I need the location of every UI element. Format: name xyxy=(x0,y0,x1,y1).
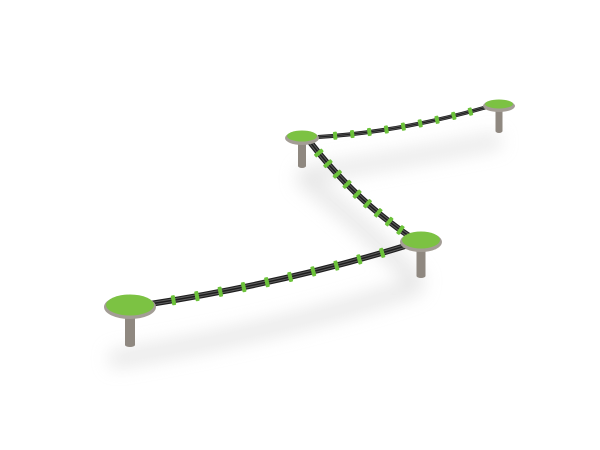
rope-clip xyxy=(240,282,247,293)
platform-4 xyxy=(483,99,515,133)
platform-3 xyxy=(285,130,319,168)
rope-clips xyxy=(170,107,474,306)
rope-clip xyxy=(217,286,224,297)
post-base xyxy=(298,164,306,168)
rope-clip xyxy=(384,216,394,227)
post xyxy=(416,240,426,276)
rope-clip xyxy=(332,131,338,140)
rope-clip xyxy=(310,266,317,277)
rope-clip xyxy=(170,295,177,306)
platforms xyxy=(104,99,515,347)
platform-1 xyxy=(104,294,156,347)
rope-clip xyxy=(396,225,405,235)
rope-clip xyxy=(434,115,440,124)
post-base xyxy=(125,343,135,347)
rope-clip xyxy=(356,254,363,265)
rope-clip xyxy=(400,122,406,131)
platform-top xyxy=(485,99,513,109)
platform-2 xyxy=(400,231,442,278)
rope-clip xyxy=(383,125,389,134)
platform-top xyxy=(287,130,317,142)
rope-clip xyxy=(194,291,200,302)
rope-clip xyxy=(323,159,333,169)
rope-clip xyxy=(366,127,372,137)
rope-clip xyxy=(363,198,372,209)
rope-clip xyxy=(352,189,362,199)
rope-clip xyxy=(451,111,457,121)
rope-clip xyxy=(332,169,342,179)
rope-clip xyxy=(264,277,270,288)
shadow-segment-3 xyxy=(298,133,502,182)
rope-3 xyxy=(317,105,488,139)
shadow-segment-1 xyxy=(108,277,423,368)
rope-core xyxy=(149,245,406,305)
post xyxy=(298,136,306,166)
rope-core xyxy=(317,106,488,138)
rope-clip xyxy=(342,179,352,189)
rope-clip xyxy=(287,271,294,283)
platform-top xyxy=(106,294,154,316)
rope-clip xyxy=(373,208,383,218)
rope-clip xyxy=(379,247,386,258)
rope-clip xyxy=(349,129,355,139)
rope-clip xyxy=(467,107,474,116)
post-base xyxy=(495,129,503,133)
post-base xyxy=(416,274,426,278)
post xyxy=(495,104,503,131)
shadow-segment-2 xyxy=(295,168,426,291)
rope-clip xyxy=(333,260,340,271)
rope-clip xyxy=(314,148,324,158)
ground-shadows xyxy=(108,133,502,368)
rope-strand-highlight xyxy=(317,105,488,139)
rope-clip xyxy=(417,119,423,128)
post xyxy=(125,305,135,345)
platform-top xyxy=(402,231,440,249)
